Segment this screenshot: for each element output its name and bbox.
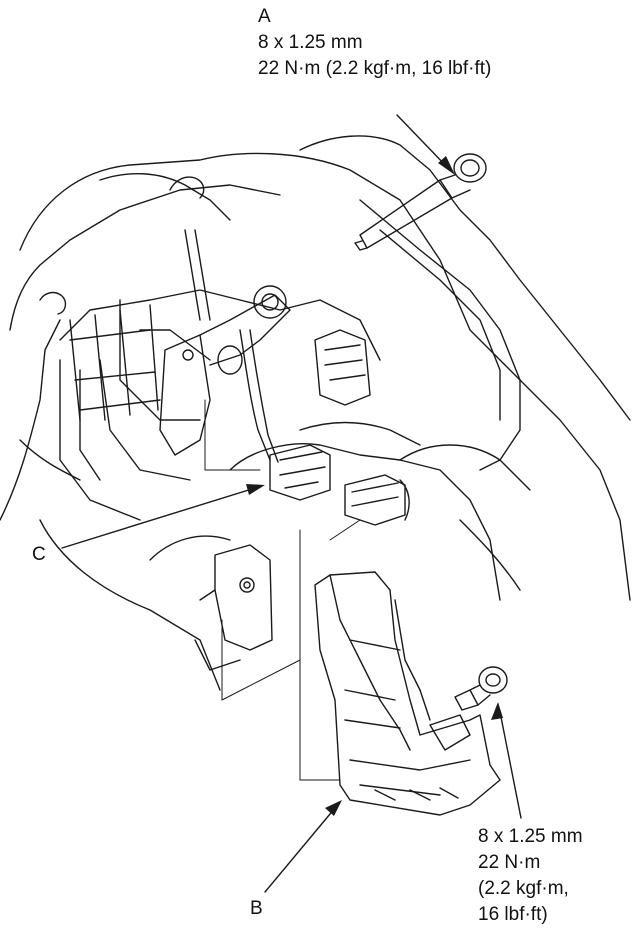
- guide-lines: [204, 399, 361, 781]
- arrowheads: [246, 156, 503, 816]
- callout-b-size: 8 x 1.25 mm: [478, 826, 583, 847]
- callout-b-torque: 22 N·m: [478, 852, 541, 873]
- callout-a-letter: A: [258, 6, 271, 27]
- callout-b-lbf: 16 lbf·ft): [478, 904, 548, 925]
- bracket-upper: [159, 285, 291, 456]
- callout-a-torque: 22 N·m (2.2 kgf·m, 16 lbf·ft): [258, 58, 492, 79]
- bolt-b: [454, 666, 508, 711]
- bolt-a: [354, 153, 487, 251]
- callout-c-letter: C: [32, 544, 46, 565]
- bracket-b: [314, 571, 501, 816]
- callout-b-kgf: (2.2 kgf·m,: [478, 878, 569, 899]
- engine-block-outline: [0, 135, 631, 691]
- connector-c: [269, 444, 331, 501]
- leader-arrows: [61, 114, 522, 893]
- upper-connector: [314, 329, 371, 406]
- wire-harness: [184, 229, 410, 521]
- bracket-lower-left: [194, 544, 273, 671]
- callout-a-size: 8 x 1.25 mm: [258, 32, 363, 53]
- engine-ribs: [69, 304, 161, 421]
- connector-mid: [344, 474, 406, 526]
- callout-b-letter: B: [250, 898, 263, 919]
